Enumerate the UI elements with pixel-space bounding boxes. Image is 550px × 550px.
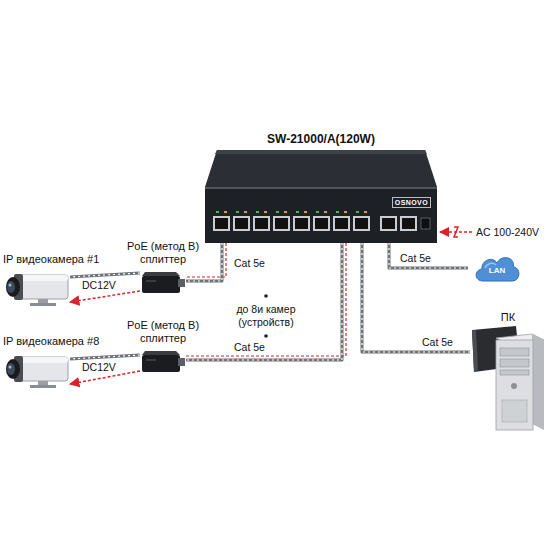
network-cable bbox=[70, 355, 140, 359]
device-model: SW-21000/A(120W) bbox=[185, 132, 457, 146]
network-cable bbox=[389, 243, 468, 268]
camera-label: IP видеокамера #8 bbox=[3, 335, 99, 348]
cable-label: Cat 5e bbox=[232, 341, 267, 353]
brand-logo: OSNOVO bbox=[392, 197, 431, 208]
connector-group bbox=[362, 243, 470, 352]
splitter-label: PoE (метод B) сплиттер bbox=[120, 319, 206, 345]
ip-camera: IP видеокамера #1 bbox=[4, 268, 70, 308]
splitter-illustration bbox=[140, 268, 186, 296]
dc-power-arrow bbox=[70, 291, 140, 302]
ellipsis-dot bbox=[264, 294, 268, 298]
voltage-label: DC12V bbox=[80, 361, 118, 373]
cable-twist bbox=[70, 355, 140, 359]
ip-camera: IP видеокамера #8 bbox=[4, 350, 70, 390]
camera-label: IP видеокамера #1 bbox=[3, 253, 99, 266]
camera-illustration bbox=[4, 350, 70, 390]
cable-label: Cat 5e bbox=[232, 257, 267, 269]
device-count-note: до 8и камер (устройств) bbox=[230, 303, 302, 329]
network-label: LAN bbox=[468, 266, 526, 276]
connector-group bbox=[70, 273, 140, 277]
power-input-label: AC 100-240V bbox=[476, 226, 539, 239]
network-cable bbox=[362, 243, 470, 352]
cable-twist bbox=[362, 243, 470, 352]
cable-twist bbox=[186, 243, 342, 360]
pc-label: ПК bbox=[460, 311, 550, 324]
camera-illustration bbox=[4, 268, 70, 308]
cable-twist bbox=[70, 273, 140, 277]
lan-cloud: LAN bbox=[468, 252, 526, 284]
switch-device: SW-21000/A(120W)OSNOVO bbox=[205, 150, 437, 243]
poe-splitter: PoE (метод B) сплиттер bbox=[140, 347, 186, 375]
power-mark bbox=[454, 227, 458, 237]
cable-twist bbox=[389, 243, 468, 268]
cable-label: Cat 5e bbox=[398, 252, 433, 264]
pc-illustration bbox=[470, 326, 546, 432]
poe-splitter: PoE (метод B) сплиттер bbox=[140, 268, 186, 296]
splitter-illustration bbox=[140, 347, 186, 375]
splitter-label: PoE (метод B) сплиттер bbox=[120, 240, 206, 266]
pc-computer: ПК bbox=[470, 326, 546, 432]
connector-group bbox=[186, 243, 346, 360]
network-cable bbox=[70, 273, 140, 277]
network-cable bbox=[186, 243, 342, 360]
poe-power-line bbox=[186, 243, 346, 356]
connector-group bbox=[70, 355, 140, 359]
cable-label: Cat 5e bbox=[420, 336, 455, 348]
ellipsis-dot bbox=[264, 334, 268, 338]
connector-group bbox=[70, 291, 140, 302]
connector-group bbox=[389, 243, 468, 268]
voltage-label: DC12V bbox=[80, 279, 118, 291]
